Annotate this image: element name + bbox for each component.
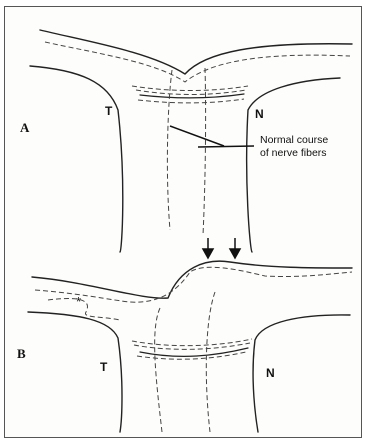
panel-b-retina-surface [32,261,352,298]
panel-a-pointer-2 [198,146,254,147]
panel-a-lamina-3 [138,99,244,103]
panel-a-caption-line2: of nerve fibers [260,147,327,159]
panel-b-fiber-right [206,292,215,432]
panel-b-herniation [48,299,120,321]
panel-a-retina-surface [40,30,352,74]
panel-a-caption-line1: Normal course [260,134,328,146]
panel-b-left-wall [28,312,122,432]
panel-b-arrow-1-head [203,249,213,258]
panel-a-fiber-outer [45,42,350,82]
panel-b-temporal-label: T [100,361,107,373]
panel-a-left-wall [30,66,123,252]
panel-b-letter: B [17,347,26,360]
panel-b-asterisk: * [76,296,81,308]
panel-a-letter: A [20,121,29,134]
panel-a-pointer-1 [170,126,224,146]
panel-b-nasal-label: N [266,367,275,379]
panel-a-right-wall [247,78,340,252]
panel-b-fiber-left [155,308,162,432]
panel-a-temporal-label: T [105,105,112,117]
panel-a-fiber-right [203,68,206,235]
panel-b-arrow-2-head [230,249,240,258]
panel-a-nasal-label: N [255,108,264,120]
panel-a-lamina-1 [132,86,248,91]
panel-b-lamina-1 [132,339,252,346]
